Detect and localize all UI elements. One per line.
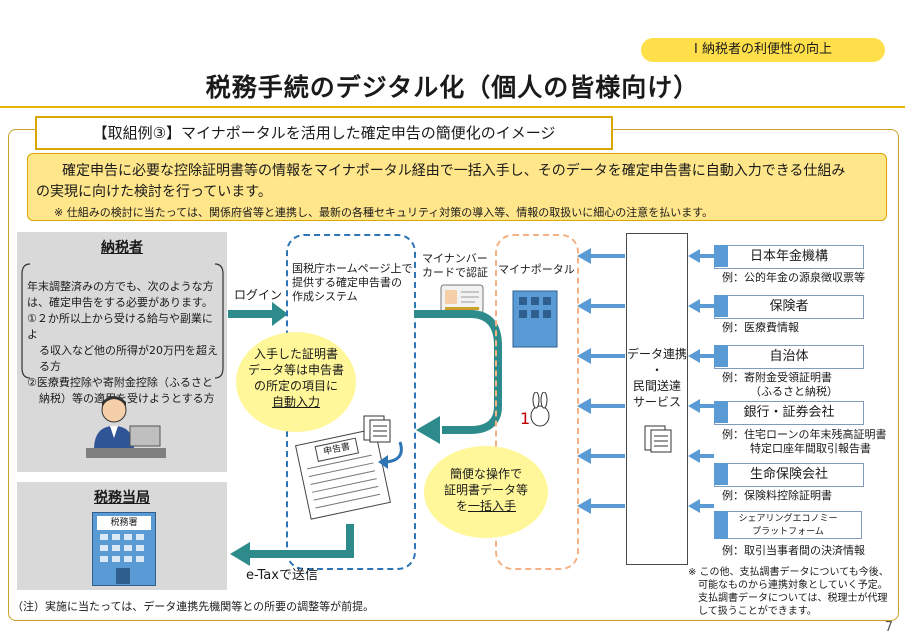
title-divider (0, 106, 905, 108)
org-life-insurance-name: 生命保険会社 (749, 467, 828, 482)
data-flow-arrow (414, 310, 502, 444)
data-service-text: データ連携 ・ 民間送達 サービス (627, 346, 687, 410)
data-service-line-1: データ連携 (627, 347, 688, 361)
org-municipality-example-1: 例：寄附金受領証明書 (722, 371, 832, 384)
curved-arrow-into-form (378, 441, 403, 469)
org-pension: 日本年金機構 (714, 245, 864, 269)
nta-system-line-3: 作成システム (292, 290, 358, 303)
data-service-line-4: サービス (632, 395, 681, 409)
auto-input-line-2: データ等は申告書 (247, 363, 344, 377)
org-accent-bar (714, 463, 728, 485)
org-bank-example: 例：住宅ローンの年末残高証明書 特定口座年間取引報告書 (722, 428, 886, 456)
taxpayer-bracket (21, 263, 224, 379)
org-bank-name: 銀行・証券会社 (743, 405, 835, 420)
org-pension-example: 例：公的年金の源泉徴収票等 (722, 271, 865, 284)
org-municipality-name: 自治体 (769, 349, 809, 364)
taxpayer-text-5: る方 (39, 360, 61, 373)
taxpayer-text-2: は、確定申告をする必要があります。 (27, 296, 213, 309)
org-insurer: 保険者 (714, 295, 864, 319)
service-to-portal-arrows (577, 248, 625, 514)
org-pension-name: 日本年金機構 (749, 249, 828, 264)
org-accent-bar (714, 401, 728, 423)
org-accent-bar (714, 345, 728, 367)
person-at-computer-icon (86, 396, 166, 458)
bulk-acquire-prefix: を (455, 499, 468, 513)
myna-portal-label: マイナポータル (498, 263, 575, 276)
org-insurer-name: 保険者 (769, 299, 809, 314)
svg-text:1: 1 (520, 409, 530, 428)
org-municipality-example-2: （ふるさと納税） (750, 385, 838, 398)
taxpayer-text-3: ①２か所以上から受ける給与や副業によ (27, 312, 213, 341)
org-sharing-name-1: シェアリングエコノミー (738, 514, 838, 524)
nta-system-line-2: 提供する確定申告書の (292, 276, 402, 289)
org-life-insurance-example: 例：保険料控除証明書 (722, 489, 832, 502)
org-sharing-name-2: プラットフォーム (752, 527, 824, 537)
summary-line-2: の実現に向けた検討を行っています。 (36, 184, 272, 200)
auto-input-line-4: 自動入力 (271, 395, 320, 409)
building-windows-icon (100, 534, 144, 584)
org-municipality-example: 例：寄附金受領証明書 （ふるさと納税） (722, 371, 838, 399)
section-tag: Ⅰ 納税者の利便性の向上 (641, 38, 885, 62)
taxpayer-text-6: ②医療費控除や寄附金控除（ふるさと (27, 376, 213, 389)
footnote: （注）実施に当たっては、データ連携先機関等との所要の調整等が前提。 (12, 600, 375, 613)
summary-box: 確定申告に必要な控除証明書等の情報をマイナポータル経由で一括入手し、そのデータを… (27, 153, 887, 221)
auto-input-bubble: 入手した証明書 データ等は申告書 の所定の項目に 自動入力 (236, 332, 356, 432)
tax-office-title: 税務当局 (94, 490, 150, 506)
right-note: ※ この他、支払調書データについても今後、 可能なものから連携対象としていく予定… (688, 566, 889, 618)
bulk-acquire-emphasis: 一括入手 (468, 499, 517, 513)
org-bank: 銀行・証券会社 (714, 401, 864, 425)
org-to-service-arrows (688, 249, 714, 513)
data-service-box: データ連携 ・ 民間送達 サービス (626, 233, 688, 565)
right-note-3: 支払調書データについては、税理士が代理 (698, 593, 888, 604)
right-note-4: して扱うことができます。 (698, 606, 817, 617)
org-municipality: 自治体 (714, 345, 864, 369)
bulk-acquire-line-2: 証明書データ等 (443, 483, 528, 497)
mascot-icon: 1 (520, 392, 550, 428)
org-bank-example-1: 例：住宅ローンの年末残高証明書 (722, 428, 887, 441)
org-bank-example-2: 特定口座年間取引報告書 (750, 442, 871, 455)
auto-input-line-3: の所定の項目に (253, 379, 338, 393)
org-sharing-economy-example: 例：取引当事者間の決済情報 (722, 544, 865, 557)
bulk-acquire-line-3: を一括入手 (424, 498, 548, 514)
right-note-2: 可能なものから連携対象としていく予定。 (698, 580, 888, 591)
org-sharing-economy: シェアリングエコノミー プラットフォーム (714, 511, 862, 539)
initiative-heading: 【取組例③】マイナポータルを活用した確定申告の簡便化のイメージ (35, 116, 613, 150)
page-title: 税務手続のデジタル化（個人の皆様向け） (205, 73, 700, 102)
bulk-acquire-bubble: 簡便な操作で 証明書データ等 を一括入手 (424, 446, 548, 538)
myna-portal-box (495, 234, 579, 570)
taxpayer-text-4: る収入など他の所得が20万円を超え (39, 344, 218, 357)
login-arrow (228, 302, 288, 326)
nta-system-line-1: 国税庁ホームページ上で (292, 262, 413, 275)
taxpayer-text-7: 納税）等の適用を受けようとする方 (39, 392, 215, 405)
bulk-acquire-line-1: 簡便な操作で (449, 467, 522, 481)
taxpayer-description: 年末調整済みの方でも、次のような方 は、確定申告をする必要があります。 ①２か所… (27, 279, 219, 407)
auto-input-line-1: 入手した証明書 (253, 347, 338, 361)
mynumber-card-line-2: カードで認証 (422, 266, 488, 279)
org-accent-bar (714, 295, 728, 317)
taxpayer-title: 納税者 (101, 240, 143, 256)
org-insurer-example: 例：医療費情報 (722, 321, 799, 334)
etax-label: e-Taxで送信 (246, 568, 318, 583)
org-life-insurance: 生命保険会社 (714, 463, 864, 487)
data-service-document-icon (644, 425, 672, 453)
org-accent-bar (714, 511, 728, 539)
mynumber-card-line-1: マイナンバー (422, 252, 488, 265)
summary-note: ※ 仕組みの検討に当たっては、関係府省等と連携し、最新の各種セキュリティ対策の導… (54, 206, 714, 219)
nta-system-label: 国税庁ホームページ上で 提供する確定申告書の 作成システム (292, 262, 412, 304)
org-accent-bar (714, 245, 728, 267)
data-service-line-2: ・ (650, 363, 663, 377)
mynumber-card-label: マイナンバー カードで認証 (422, 252, 488, 280)
myna-portal-building-icon (512, 290, 558, 348)
etax-arrow (230, 524, 354, 566)
tax-office-sign: 税務署 (97, 516, 151, 530)
login-label: ログイン (234, 288, 283, 302)
right-note-1: ※ この他、支払調書データについても今後、 (688, 567, 889, 578)
summary-line-1: 確定申告に必要な控除証明書等の情報をマイナポータル経由で一括入手し、そのデータを… (62, 163, 846, 179)
document-icon-small (363, 415, 391, 443)
data-service-line-3: 民間送達 (632, 379, 681, 393)
taxpayer-text-1: 年末調整済みの方でも、次のような方 (27, 280, 214, 293)
page-number: 7 (884, 620, 893, 635)
